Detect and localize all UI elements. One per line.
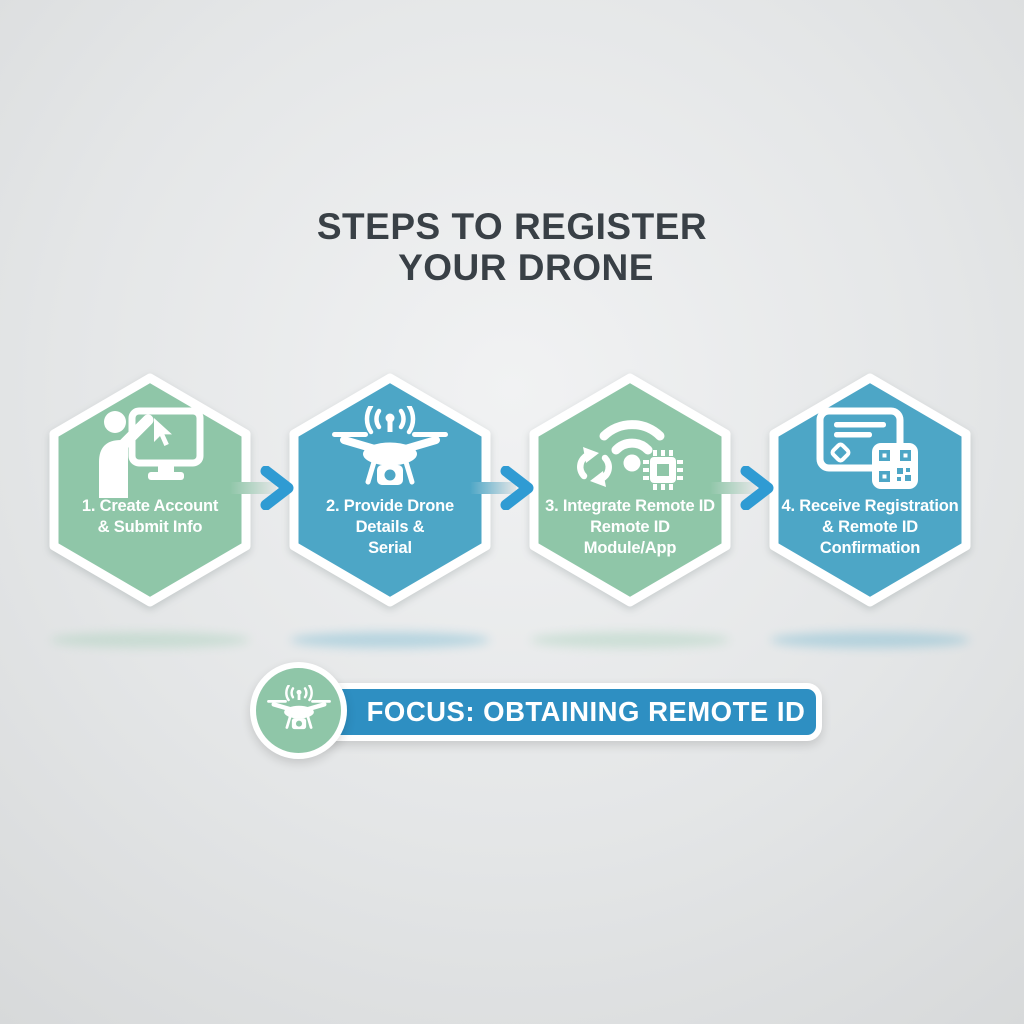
drone-wifi-icon — [332, 406, 448, 485]
certificate-qr-icon — [816, 407, 918, 489]
arrow-step1-to-step2 — [230, 466, 294, 510]
focus-banner-bar: FOCUS: OBTAINING REMOTE ID — [295, 683, 822, 741]
step-2-provide-details: 2. Provide Drone Details & Serial — [285, 368, 495, 613]
drone-wifi-icon — [266, 684, 331, 729]
page-title-line2: YOUR DRONE — [398, 247, 654, 288]
step-label: 3. Integrate Remote ID Remote ID Module/… — [525, 496, 735, 559]
step-label-line: 4. Receive Registration — [781, 497, 959, 515]
sync-arrows — [577, 447, 612, 487]
step-label-line: & Remote ID — [822, 518, 918, 536]
chevron-icon — [500, 466, 534, 510]
page-title: STEPS TO REGISTER YOUR DRONE — [0, 206, 1024, 288]
focus-banner: FOCUS: OBTAINING REMOTE ID — [250, 662, 822, 762]
focus-banner-label: FOCUS: OBTAINING REMOTE ID — [366, 696, 806, 727]
qr-code — [872, 443, 918, 489]
step-label-line: Confirmation — [819, 539, 921, 557]
step-label-line: Details & — [355, 518, 425, 536]
step-label-line: & Submit Info — [97, 518, 203, 536]
sync-wifi-chip-icon — [577, 420, 683, 490]
step3-floor-shadow — [530, 632, 730, 648]
step1-floor-shadow — [50, 632, 250, 648]
step-label: 4. Receive Registration & Remote ID Conf… — [765, 496, 975, 559]
step-label: 1. Create Account & Submit Info — [45, 496, 255, 538]
person-computer-icon — [99, 407, 204, 498]
arrow-step3-to-step4 — [710, 466, 774, 510]
step-label-line: 1. Create Account — [81, 497, 219, 515]
step2-floor-shadow — [290, 632, 490, 648]
step-label: 2. Provide Drone Details & Serial — [285, 496, 495, 559]
step-label-line: 3. Integrate Remote ID — [545, 497, 715, 515]
arrow-step2-to-step3 — [470, 466, 534, 510]
chevron-icon — [740, 466, 774, 510]
step-label-line: Module/App — [583, 539, 677, 557]
step-label-line: Remote ID — [590, 518, 670, 536]
step-1-create-account: 1. Create Account & Submit Info — [45, 368, 255, 613]
page-title-line1: STEPS TO REGISTER — [316, 206, 708, 247]
chip — [643, 450, 683, 490]
step-label-line: 2. Provide Drone — [326, 497, 454, 515]
focus-banner-badge — [250, 662, 347, 759]
step4-floor-shadow — [770, 632, 970, 648]
chevron-icon — [260, 466, 294, 510]
step-4-receive-confirmation: 4. Receive Registration & Remote ID Conf… — [765, 368, 975, 613]
step-label-line: Serial — [368, 539, 412, 557]
hexagon-shape — [529, 373, 731, 607]
step-3-integrate-remote-id: 3. Integrate Remote ID Remote ID Module/… — [525, 368, 735, 613]
